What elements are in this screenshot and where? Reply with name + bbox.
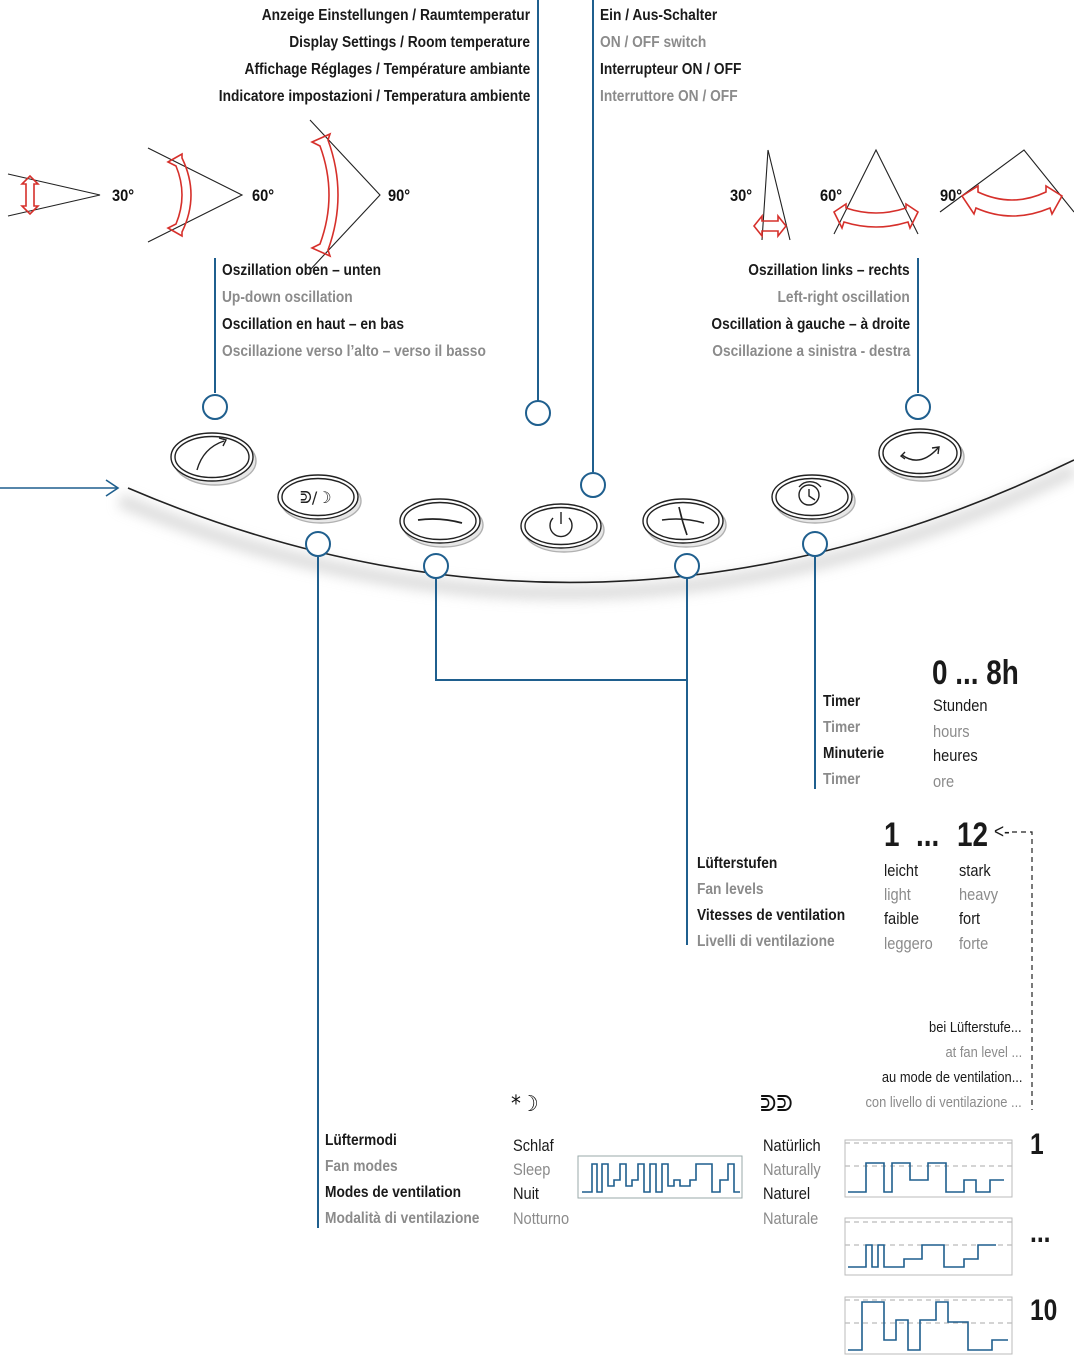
display-fr: Affichage Réglages / Température ambiant… <box>244 61 530 78</box>
updown-osc-button <box>170 432 257 486</box>
plus-button <box>642 498 727 548</box>
power-it: Interruttore ON / OFF <box>600 88 738 105</box>
timer-it: Timer <box>823 771 861 788</box>
level-low-de: leicht <box>884 861 919 880</box>
timer-en: Timer <box>823 719 861 736</box>
updown-osc-icon <box>196 440 225 471</box>
level-arrow: <- <box>994 821 1010 843</box>
timer-button <box>771 474 856 524</box>
fan-modes-it: Modalità di ventilazione <box>325 1210 480 1227</box>
timer-de: Timer <box>823 693 861 710</box>
level-mark-dots: ... <box>1030 1216 1051 1249</box>
minus-icon <box>417 518 463 524</box>
sleep-it: Notturno <box>513 1209 570 1228</box>
updown-de: Oszillation oben – unten <box>222 262 382 279</box>
leftright-osc-button <box>878 428 965 482</box>
moon-star-icon: *☽ <box>511 1092 539 1117</box>
fan-modes-fr: Modes de ventilation <box>325 1184 462 1201</box>
display-de: Anzeige Einstellungen / Raumtemperatur <box>261 7 530 24</box>
natural-waveform-10 <box>844 1296 1013 1355</box>
plus-icon <box>661 506 705 536</box>
timer-range: 0 ... 8h <box>932 654 1019 692</box>
level-mark-1: 1 <box>1030 1128 1044 1161</box>
updown-fr: Oscillation en haut – en bas <box>222 316 404 333</box>
power-de: Ein / Aus-Schalter <box>600 7 718 24</box>
updown-angle-90: 90° <box>388 186 411 205</box>
level-dots: ... <box>916 816 940 854</box>
sleep-de: Schlaf <box>513 1136 554 1155</box>
sleep-en: Sleep <box>513 1160 551 1179</box>
timer-unit-en: hours <box>933 722 970 741</box>
updown-angle-60: 60° <box>252 186 275 205</box>
fan-levels-en: Fan levels <box>697 881 764 898</box>
level-low-fr: faible <box>884 909 919 928</box>
level-high-de: stark <box>959 861 991 880</box>
natural-waveform-1 <box>844 1139 1013 1198</box>
natural-it: Naturale <box>763 1209 819 1228</box>
level-min: 1 <box>884 816 900 854</box>
level-low-it: leggero <box>884 934 933 953</box>
updown-angle-30: 30° <box>112 186 135 205</box>
tree-icon: ᕲᕲ <box>760 1092 793 1117</box>
leftright-angle-60: 60° <box>820 186 843 205</box>
leftright-osc-icon <box>901 447 939 461</box>
sleep-waveform <box>577 1155 743 1199</box>
level-max: 12 <box>957 816 989 854</box>
power-fr: Interrupteur ON / OFF <box>600 61 742 78</box>
natural-fr: Naturel <box>763 1184 811 1203</box>
at-level-en: at fan level ... <box>945 1044 1022 1061</box>
fan-levels-it: Livelli di ventilazione <box>697 933 835 950</box>
leftright-angle-90: 90° <box>940 186 963 205</box>
leftright-angle-30: 30° <box>730 186 753 205</box>
level-high-en: heavy <box>959 885 999 904</box>
updown-it: Oscillazione verso l’alto – verso il bas… <box>222 343 486 360</box>
leftright-fr: Oscillation à gauche – à droite <box>711 316 910 333</box>
minus-button <box>399 498 484 548</box>
timer-icon <box>798 484 820 506</box>
leftright-de: Oszillation links – rechts <box>748 262 910 279</box>
fan-levels-de: Lüfterstufen <box>697 855 778 872</box>
natural-de: Natürlich <box>763 1136 821 1155</box>
fan-levels-fr: Vitesses de ventilation <box>697 907 846 924</box>
sleep-fr: Nuit <box>513 1184 540 1203</box>
level-mark-10: 10 <box>1030 1294 1058 1327</box>
leftright-en: Left-right oscillation <box>777 289 910 306</box>
fan-modes-en: Fan modes <box>325 1158 398 1175</box>
at-level-fr: au mode de ventilation... <box>881 1069 1022 1086</box>
timer-unit-fr: heures <box>933 746 978 765</box>
fan-modes-de: Lüftermodi <box>325 1132 397 1149</box>
timer-unit-de: Stunden <box>933 696 988 715</box>
updown-angle-diagrams <box>7 119 381 271</box>
mode-button: ᕲ/☽ <box>277 474 362 524</box>
panel-edge <box>127 459 1074 584</box>
at-level-de: bei Lüfterstufe... <box>929 1019 1022 1036</box>
input-arrow <box>0 479 120 497</box>
power-en: ON / OFF switch <box>600 34 707 51</box>
display-en: Display Settings / Room temperature <box>289 34 530 51</box>
level-dashed-link <box>1012 831 1033 1110</box>
level-high-it: forte <box>959 934 989 953</box>
natural-en: Naturally <box>763 1160 821 1179</box>
natural-waveform-mid <box>844 1217 1013 1276</box>
display-it: Indicatore impostazioni / Temperatura am… <box>218 88 530 105</box>
mode-icon: ᕲ/☽ <box>300 488 332 507</box>
timer-fr: Minuterie <box>823 745 885 762</box>
leftright-angle-diagrams <box>761 148 1074 241</box>
updown-en: Up-down oscillation <box>222 289 353 306</box>
level-low-en: light <box>884 885 911 904</box>
leftright-it: Oscillazione a sinistra - destra <box>711 343 910 360</box>
power-button <box>520 503 605 553</box>
level-high-fr: fort <box>959 909 981 928</box>
at-level-it: con livello di ventilazione ... <box>865 1094 1022 1111</box>
power-icon <box>549 517 573 538</box>
timer-unit-it: ore <box>933 772 955 791</box>
